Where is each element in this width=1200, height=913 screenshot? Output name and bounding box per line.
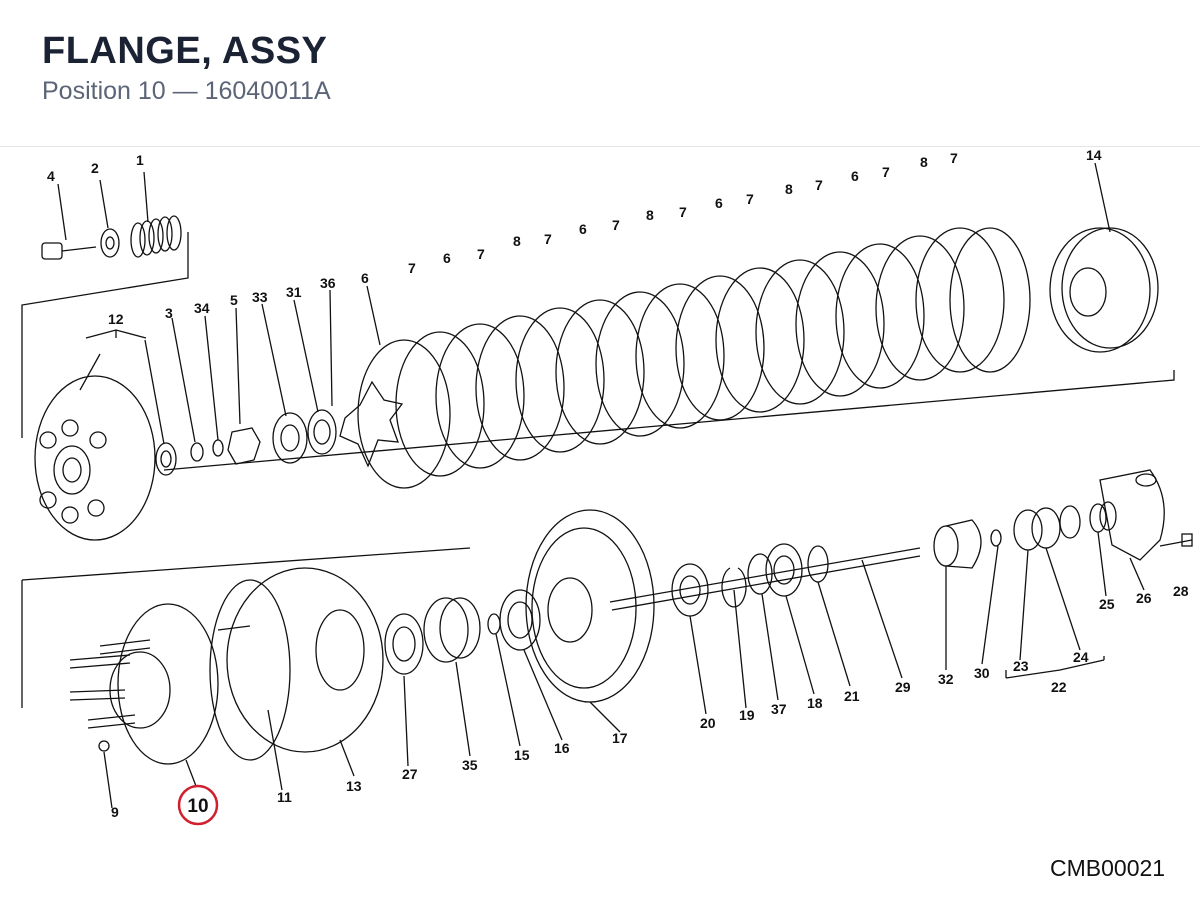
page-subtitle: Position 10 — 16040011A	[42, 77, 331, 105]
page-title: FLANGE, ASSY	[42, 30, 328, 72]
label-23: 23	[1013, 658, 1029, 674]
drawing-reference-code: CMB00021	[1050, 855, 1166, 881]
label-7a: 7	[408, 260, 416, 276]
label-7f: 7	[746, 191, 754, 207]
label-29: 29	[895, 679, 911, 695]
label-6a: 6	[361, 270, 369, 286]
label-1: 1	[136, 152, 144, 168]
label-4: 4	[47, 168, 55, 184]
label-30: 30	[974, 665, 990, 681]
label-7c: 7	[544, 231, 552, 247]
label-16: 16	[554, 740, 570, 756]
label-7h: 7	[882, 164, 890, 180]
label-14: 14	[1086, 147, 1102, 163]
highlight-ring	[177, 784, 219, 826]
page-header: FLANGE, ASSY Position 10 — 16040011A	[0, 0, 1200, 147]
label-9: 9	[111, 804, 119, 820]
label-5: 5	[230, 292, 238, 308]
label-25: 25	[1099, 596, 1115, 612]
label-31: 31	[286, 284, 302, 300]
label-34: 34	[194, 300, 210, 316]
label-10-highlighted: 10	[187, 796, 208, 817]
label-6b: 6	[443, 250, 451, 266]
label-27: 27	[402, 766, 418, 782]
label-7g: 7	[815, 177, 823, 193]
label-18: 18	[807, 695, 823, 711]
label-11: 11	[277, 789, 292, 805]
label-7b: 7	[477, 246, 485, 262]
label-33: 33	[252, 289, 268, 305]
label-8b: 8	[646, 207, 654, 223]
label-15: 15	[514, 747, 530, 763]
label-20: 20	[700, 715, 716, 731]
label-2: 2	[91, 160, 99, 176]
label-26: 26	[1136, 590, 1152, 606]
label-37: 37	[771, 701, 787, 717]
label-8d: 8	[920, 154, 928, 170]
label-19: 19	[739, 707, 755, 723]
label-32: 32	[938, 671, 954, 687]
label-22: 22	[1051, 679, 1067, 695]
label-8c: 8	[785, 181, 793, 197]
label-6c: 6	[579, 221, 587, 237]
label-24: 24	[1073, 649, 1089, 665]
exploded-parts-diagram: 4 2 1 12 3 34 5 33 31 36 6 7 6 7 8 7 6 7…	[21, 147, 1193, 826]
label-17: 17	[612, 730, 628, 746]
label-8a: 8	[513, 233, 521, 249]
label-35: 35	[462, 757, 478, 773]
label-7i: 7	[950, 150, 958, 166]
label-13: 13	[346, 778, 362, 794]
label-12: 12	[108, 311, 124, 327]
label-7d: 7	[612, 217, 620, 233]
label-21: 21	[844, 688, 860, 704]
label-6e: 6	[851, 168, 859, 184]
label-36: 36	[320, 275, 336, 291]
label-6d: 6	[715, 195, 723, 211]
label-7e: 7	[679, 204, 687, 220]
label-28: 28	[1173, 583, 1189, 599]
label-3: 3	[165, 305, 173, 321]
